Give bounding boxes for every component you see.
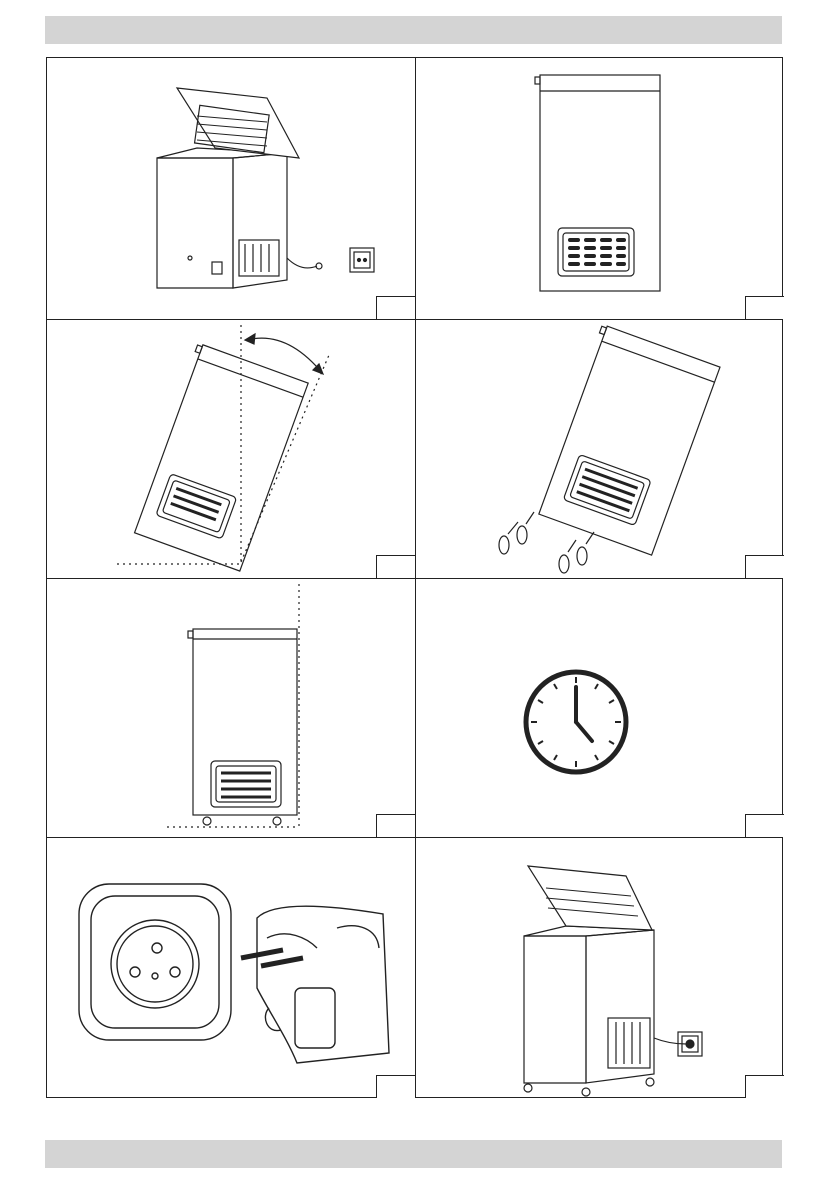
panel-number-box <box>376 814 415 837</box>
panel-number-box <box>745 814 784 837</box>
panel-8 <box>416 838 784 1098</box>
illustration-grid <box>46 57 783 1098</box>
panel-number-box <box>376 555 415 578</box>
panel-number-box <box>376 1075 415 1098</box>
socket-plug-icon <box>47 838 415 1098</box>
freezer-tilt-icon <box>47 320 415 578</box>
panel-7 <box>47 838 415 1098</box>
panel-number-box <box>745 555 784 578</box>
panel-3 <box>47 320 415 578</box>
wheels-attach-icon <box>416 320 784 578</box>
panel-number-box <box>745 296 784 319</box>
freezer-plugged-in-icon <box>416 838 784 1098</box>
footer-bar <box>45 1140 782 1168</box>
freezer-side-view-icon <box>416 58 784 319</box>
header-bar <box>45 16 782 44</box>
panel-number-box <box>376 296 415 319</box>
chest-freezer-open-icon <box>47 58 415 319</box>
panel-number-box <box>745 1075 784 1098</box>
clock-icon <box>416 579 784 837</box>
freezer-upright-wheels-icon <box>47 579 415 837</box>
panel-2 <box>416 58 784 319</box>
panel-1 <box>47 58 415 319</box>
panel-4 <box>416 320 784 578</box>
panel-5 <box>47 579 415 837</box>
panel-6 <box>416 579 784 837</box>
